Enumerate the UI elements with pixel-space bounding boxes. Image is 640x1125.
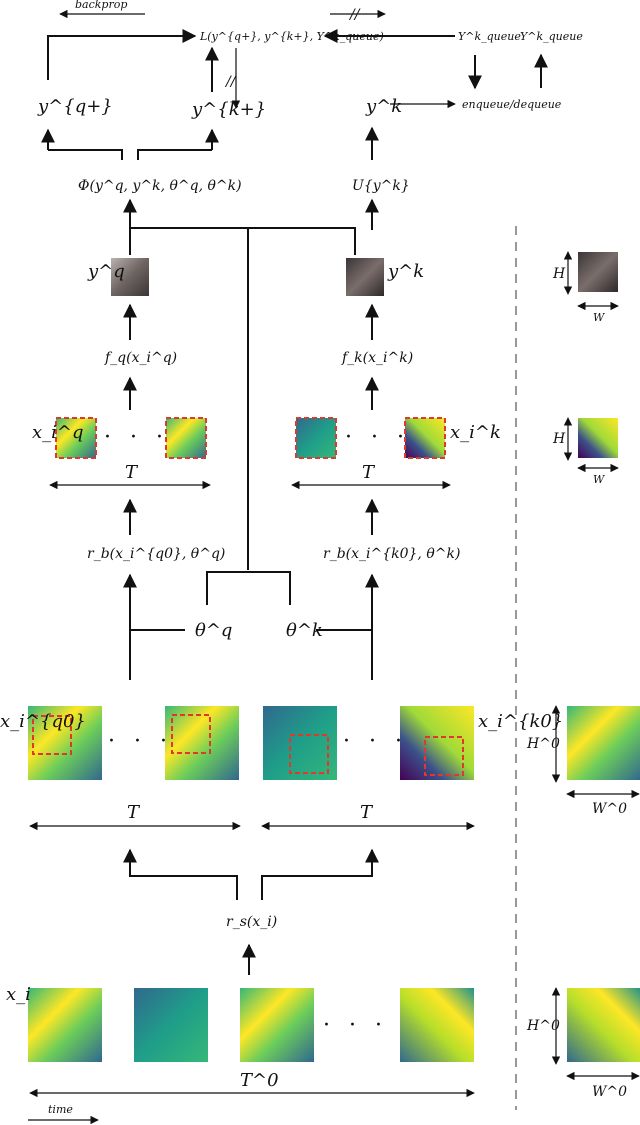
ref-W-label-b: W [593,473,606,486]
xq-label: x_i^q [32,422,84,443]
rs-split-lines [129,852,373,900]
xq0-crop-box-2 [171,714,211,754]
T-label-4: T [360,802,374,823]
ref-H-label-b: H [552,431,566,447]
T-label-1: T [125,462,139,483]
xi-frame-2 [134,988,208,1062]
yk-label: y^k [387,261,424,282]
time-label: time [48,1103,73,1116]
rbk-label: r_b(x_i^{k0}, θ^k) [323,546,460,562]
yq-plus-label: y^{q+} [37,96,113,117]
xi-dots: · · · [323,1013,388,1038]
xq-crop-1-border [55,417,97,459]
fk-label: f_k(x_i^k) [341,350,413,366]
ref-H0-label-a: H^0 [526,736,560,752]
ref-full-frame-a [567,706,640,780]
enqueue-label: enqueue/dequeue [462,98,562,111]
theta-split-lines [206,571,291,605]
xq0-crop-box-1 [32,715,72,755]
ref-W0-label-b: W^0 [592,1084,627,1100]
backprop-label: backprop [75,0,127,11]
xi-frame-3 [240,988,314,1062]
xk-crop-2 [405,418,445,458]
xk0-frame-1 [263,706,337,780]
T-label-3: T [127,802,141,823]
fq-label: f_q(x_i^q) [104,350,177,366]
phi-label: Φ(y^q, y^k, θ^q, θ^k) [78,178,242,194]
xk0-frame-2 [400,706,474,780]
xk-crop-1 [296,418,336,458]
xq0-label: x_i^{q0} [0,711,86,732]
xk-crop-2-border [404,417,446,459]
xk0-label: x_i^{k0} [478,711,563,732]
yk-feature-map [346,258,384,296]
yq-plus-to-loss-arrow [47,29,197,80]
ref-H0-label-b: H^0 [526,1018,560,1034]
queue-label-2: Y^k_queue [520,30,583,43]
xq-crop-2 [166,418,206,458]
xq0-dots: · · · [108,729,173,754]
u-label: U{y^k} [352,178,410,194]
xq-crop-1 [56,418,96,458]
xk-dots: · · · [345,425,410,450]
yq-feature-map [111,258,149,296]
theta-q-label: θ^q [195,620,232,641]
xq0-frame-1 [28,706,102,780]
theta-k-label: θ^k [286,620,323,641]
xq-crop-2-border [165,417,207,459]
ref-W-label-a: W [593,311,606,324]
phi-split-lines [48,149,212,160]
no-grad-mark: // [224,74,237,90]
xk0-dots: · · · [343,729,408,754]
no-grad-mark-top: // [348,7,361,23]
yq-label: y^q [87,261,125,282]
ref-W0-label-a: W^0 [592,801,627,817]
xq-dots: · · · [104,425,169,450]
yk-plus-label: y^{k+} [191,99,266,120]
ref-crop [578,418,618,458]
xk0-crop-box-1 [289,734,329,774]
ref-H-label-a: H [552,266,566,282]
rs-label: r_s(x_i) [226,914,277,930]
xk-label: x_i^k [450,422,501,443]
xi-label: x_i [6,984,31,1005]
ref-full-frame-b [567,988,640,1062]
ref-feature-map [578,252,618,292]
yk-top-label: y^k [365,96,402,117]
T-label-2: T [362,462,376,483]
T0-label: T^0 [240,1070,279,1091]
xq0-frame-2 [165,706,239,780]
xk0-crop-box-2 [424,736,464,776]
features-join-lines [129,227,356,570]
rbq-label: r_b(x_i^{q0}, θ^q) [87,546,225,562]
xk-crop-1-border [295,417,337,459]
xi-frame-1 [28,988,102,1062]
queue-label-1: Y^k_queue [458,30,521,43]
xi-frame-4 [400,988,474,1062]
